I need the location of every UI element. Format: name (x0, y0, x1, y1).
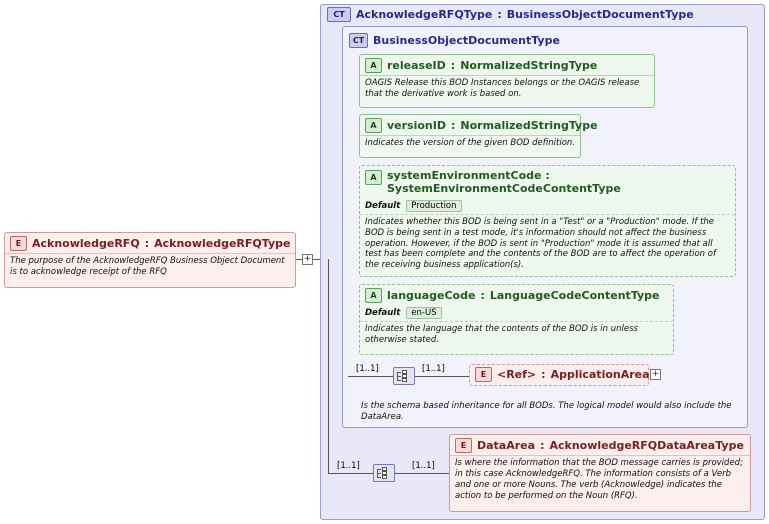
connector-vertical-trunk (328, 259, 329, 474)
attribute-badge-icon: A (365, 170, 382, 185)
attribute-default-row-systemenvironmentcode: Default Production (360, 198, 735, 214)
attribute-default-label: Default (365, 308, 401, 318)
occurrence-right-dataarea: [1..1] (412, 461, 435, 471)
element-separator: : (541, 368, 546, 381)
attribute-box-releaseid[interactable]: A releaseID : NormalizedStringType OAGIS… (359, 54, 655, 108)
root-element-title: E AcknowledgeRFQ : AcknowledgeRFQType (5, 233, 295, 253)
attribute-default-label: Default (365, 200, 401, 211)
occurrence-left-applicationarea: [1..1] (356, 364, 379, 374)
attribute-title-languagecode: A languageCode : LanguageCodeContentType (360, 285, 673, 305)
connector-seq-left-applicationarea (348, 376, 393, 377)
connector-seq-right-applicationarea (415, 376, 469, 377)
attribute-divider-systemenvironmentcode (360, 213, 735, 215)
element-expander-applicationarea[interactable]: + (650, 369, 661, 380)
attribute-documentation-systemenvironmentcode: Indicates whether this BOD is being sent… (365, 216, 716, 271)
root-element-type: AcknowledgeRFQType (154, 237, 291, 250)
attribute-divider-releaseid (360, 75, 654, 76)
connector-seq-right-dataarea (395, 473, 449, 474)
attribute-divider-languagecode (360, 321, 673, 322)
element-badge-icon: E (10, 236, 27, 251)
attribute-documentation-languagecode: Indicates the language that the contents… (365, 324, 638, 345)
attribute-name-languagecode: languageCode (387, 289, 476, 302)
complex-type-title: CT AcknowledgeRFQType : BusinessObjectDo… (322, 5, 752, 23)
attribute-default-value: en-US (406, 307, 442, 319)
attribute-name-systemenvironmentcode: systemEnvironmentCode (387, 169, 542, 182)
complex-type-base: BusinessObjectDocumentType (506, 8, 694, 21)
element-badge-icon: E (475, 367, 492, 382)
element-title-applicationarea: E <Ref> : ApplicationArea (470, 365, 650, 384)
base-type-footer-note: Is the schema based inheritance for all … (361, 401, 732, 423)
attribute-name-releaseid: releaseID (387, 59, 446, 72)
attribute-box-systemenvironmentcode[interactable]: A systemEnvironmentCode : SystemEnvironm… (359, 165, 736, 277)
attribute-separator: : (541, 169, 550, 182)
complex-type-name: AcknowledgeRFQType (356, 8, 493, 21)
attribute-separator: : (451, 119, 456, 132)
attribute-badge-icon: A (365, 288, 382, 303)
element-box-applicationarea[interactable]: E <Ref> : ApplicationArea (469, 364, 650, 386)
element-title-dataarea: E DataArea : AcknowledgeRFQDataAreaType (450, 435, 750, 455)
root-element-separator: : (144, 237, 150, 250)
root-element-documentation: The purpose of the AcknowledgeRFQ Busine… (10, 256, 285, 277)
occurrence-left-dataarea: [1..1] (337, 461, 360, 471)
attribute-box-versionid[interactable]: A versionID : NormalizedStringType Indic… (359, 114, 598, 158)
attribute-badge-icon: A (365, 58, 382, 73)
complex-type-separator: : (497, 8, 502, 21)
element-name-applicationarea: <Ref> (497, 368, 537, 381)
attribute-default-value: Production (406, 199, 462, 212)
element-separator: : (540, 439, 545, 452)
element-documentation-dataarea: Is where the information that the BOD me… (455, 458, 743, 501)
root-element-box[interactable]: E AcknowledgeRFQ : AcknowledgeRFQType Th… (4, 232, 296, 288)
attribute-separator: : (480, 289, 485, 302)
attribute-type-languagecode: LanguageCodeContentType (489, 289, 660, 302)
root-element-name: AcknowledgeRFQ (32, 237, 140, 250)
element-type-applicationarea: ApplicationArea (550, 368, 650, 381)
element-divider-dataarea (450, 455, 750, 456)
attribute-badge-icon: A (365, 118, 382, 133)
element-badge-icon: E (455, 438, 472, 453)
attribute-title-releaseid: A releaseID : NormalizedStringType (360, 55, 654, 75)
base-type-title: CT BusinessObjectDocumentType (344, 31, 734, 49)
root-element-divider (5, 253, 295, 254)
attribute-type-systemenvironmentcode: SystemEnvironmentCodeContentType (387, 182, 621, 196)
element-type-dataarea: AcknowledgeRFQDataAreaType (549, 439, 744, 452)
attribute-title-versionid: A versionID : NormalizedStringType (360, 115, 598, 135)
attribute-documentation-releaseid: OAGIS Release this BOD Instances belongs… (365, 78, 640, 99)
sequence-icon[interactable] (373, 464, 395, 482)
complex-type-badge-icon: CT (327, 7, 351, 22)
root-expander-icon[interactable]: + (302, 254, 313, 265)
occurrence-right-applicationarea: [1..1] (422, 364, 445, 374)
attribute-separator: : (450, 59, 456, 72)
element-box-dataarea[interactable]: E DataArea : AcknowledgeRFQDataAreaType … (449, 434, 751, 512)
attribute-title-systemenvironmentcode: A systemEnvironmentCode : SystemEnvironm… (360, 166, 735, 198)
attribute-default-row-languagecode: Default en-US (360, 305, 673, 321)
sequence-icon[interactable] (393, 367, 415, 385)
attribute-name-versionid: versionID (387, 119, 446, 132)
attribute-divider-versionid (360, 135, 580, 136)
attribute-documentation-versionid: Indicates the version of the given BOD d… (365, 138, 575, 148)
attribute-type-releaseid: NormalizedStringType (460, 59, 598, 72)
base-type-name: BusinessObjectDocumentType (373, 34, 560, 47)
element-name-dataarea: DataArea (477, 439, 536, 452)
connector-seq-left-dataarea (328, 473, 373, 474)
attribute-type-versionid: NormalizedStringType (460, 119, 598, 132)
attribute-box-languagecode[interactable]: A languageCode : LanguageCodeContentType… (359, 284, 674, 355)
base-type-badge-icon: CT (349, 33, 368, 48)
